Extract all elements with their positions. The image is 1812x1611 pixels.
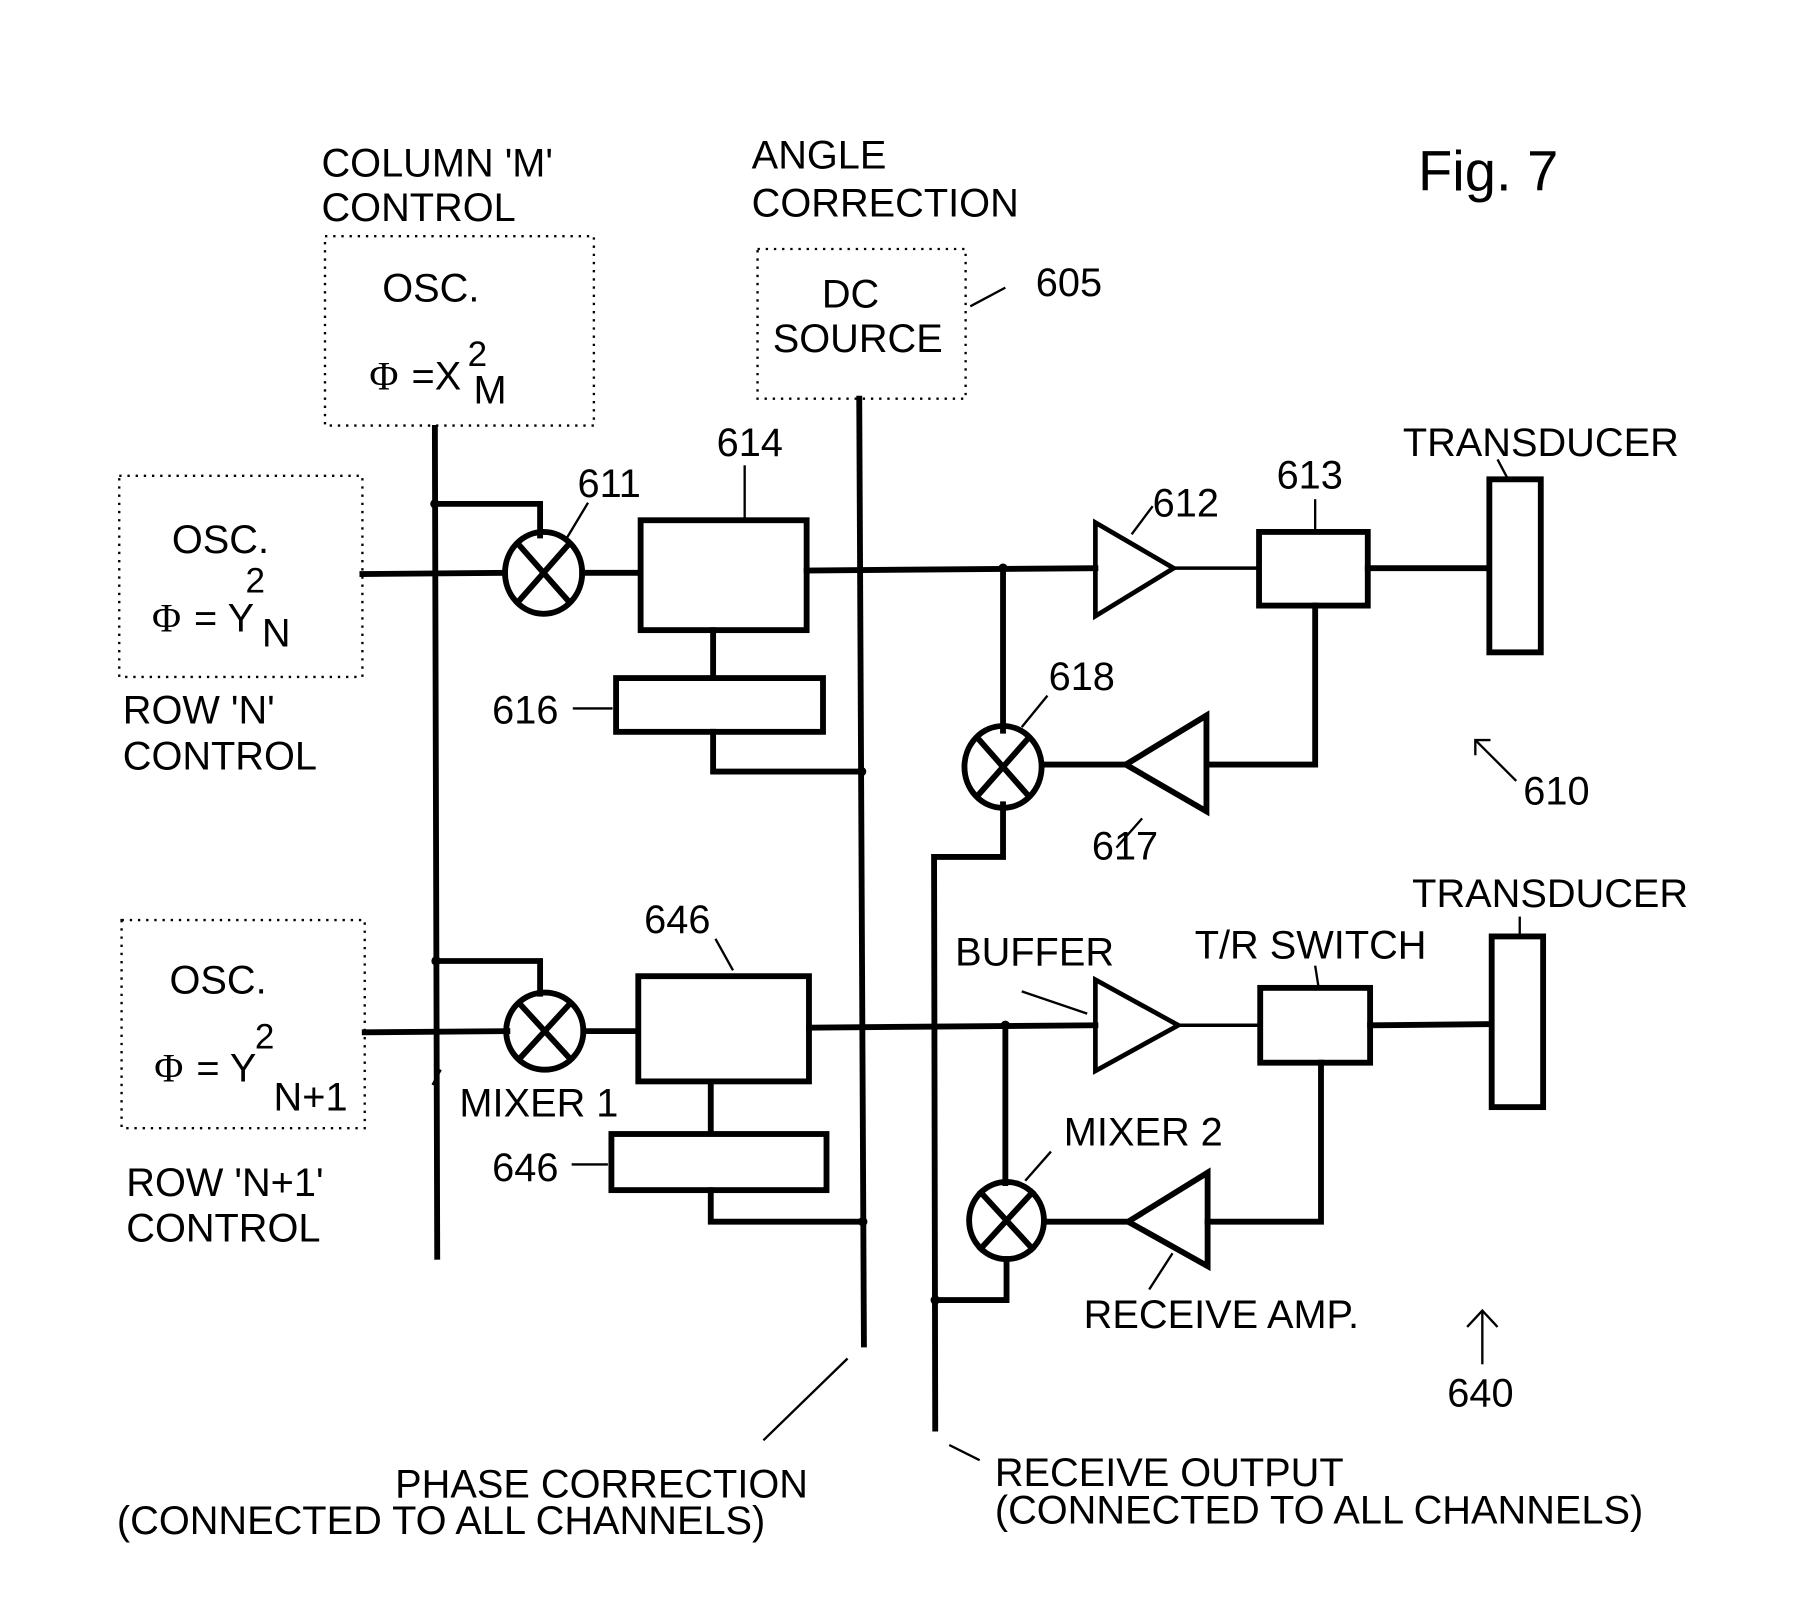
row-n1-sub: N+1 (274, 1076, 348, 1120)
receive-output-leader (949, 1445, 979, 1460)
phase-correction-bus (859, 399, 864, 1345)
ref-611-leader (567, 503, 588, 538)
bus-labels: PHASE CORRECTION (CONNECTED TO ALL CHANN… (117, 1358, 1643, 1542)
row-n1-label-2: CONTROL (126, 1207, 320, 1251)
613-to-receive-amp-line (1206, 606, 1315, 765)
column-control-label-2: CONTROL (321, 186, 515, 230)
row-n1-eq: = Y (196, 1046, 256, 1090)
ref-605-leader (970, 288, 1005, 307)
ref-605: 605 (1036, 261, 1102, 305)
614-to-buffer-line (807, 568, 1096, 570)
row-n-signal-line (362, 573, 505, 574)
column-control: COLUMN 'M' CONTROL OSC. Φ =X 2 M (321, 142, 593, 426)
row-n-oscillator-box (119, 476, 362, 677)
ref-611: 611 (578, 462, 641, 506)
ref-612: 612 (1153, 482, 1219, 526)
phase-correction-label-2: (CONNECTED TO ALL CHANNELS) (117, 1499, 765, 1543)
row-n-osc-label: OSC. (172, 518, 269, 562)
receive-output-bus (934, 804, 1003, 1428)
646-to-buffer-line (809, 1025, 1095, 1027)
ref-617: 617 (1092, 824, 1158, 868)
junction-dot (857, 767, 866, 776)
angle-correction-label-1: ANGLE (752, 133, 887, 177)
row-n1-signal-line (365, 1031, 508, 1032)
tr-switch-leader (1315, 966, 1319, 988)
646-to-phase-bus-line (711, 1190, 863, 1222)
phase-correction-leader (763, 1358, 847, 1440)
ref-646-leader (715, 939, 733, 971)
ref-613: 613 (1277, 454, 1343, 498)
junction-dot (858, 1217, 867, 1226)
ref-616: 616 (492, 689, 558, 733)
mixer-1-label: MIXER 1 (459, 1081, 618, 1125)
row-n1-osc-label: OSC. (170, 959, 267, 1003)
phase-block-646 (638, 976, 809, 1081)
row-n1-phi: Φ (154, 1046, 183, 1090)
dc-source-label-2: SOURCE (773, 317, 943, 361)
row-n-label-1: ROW 'N' (123, 689, 275, 733)
receive-amp-leader (1149, 1253, 1172, 1289)
ref-618-leader (1022, 696, 1048, 728)
buffer-612 (1095, 523, 1173, 617)
column-osc-label: OSC. (382, 267, 479, 311)
switch-to-transducer-line (1370, 1024, 1492, 1025)
angle-correction: ANGLE CORRECTION DC SOURCE 605 (752, 133, 1102, 398)
receive-output-label-2: (CONNECTED TO ALL CHANNELS) (995, 1488, 1643, 1532)
tr-switch (1260, 988, 1370, 1063)
tr-switch-613 (1259, 532, 1368, 606)
receive-amp-label: RECEIVE AMP. (1084, 1293, 1359, 1337)
transducer-label-610: TRANSDUCER (1403, 421, 1679, 465)
column-to-mixer1-line (436, 961, 540, 994)
buffer (1095, 980, 1178, 1071)
column-sub: M (473, 368, 506, 412)
switch-to-receive-amp-line (1208, 1063, 1321, 1222)
column-control-bus (435, 428, 437, 1257)
block-616 (616, 678, 823, 732)
buffer-label: BUFFER (955, 931, 1114, 975)
mixer2-to-receive-bus-line (935, 1259, 1006, 1300)
column-control-label-1: COLUMN 'M' (321, 142, 552, 186)
ref-612-leader (1132, 506, 1153, 534)
row-n-phi: Φ (152, 596, 181, 640)
block-646-lower (611, 1134, 826, 1190)
figure-title: Fig. 7 (1418, 140, 1558, 203)
ref-614: 614 (717, 421, 783, 465)
receive-amp (1128, 1173, 1207, 1267)
column-to-mixer1-line (435, 504, 540, 536)
junction-dot (431, 956, 440, 965)
ref-646-upper: 646 (644, 898, 710, 942)
channel-640: MIXER 1 646 646 BUFFER T/R SWITCH TRANSD… (365, 872, 1688, 1415)
row-n1-sup: 2 (255, 1018, 275, 1057)
row-n-sub: N (262, 612, 291, 656)
buffer-leader (1022, 991, 1087, 1013)
dc-source-label-1: DC (822, 272, 879, 316)
row-n-sup: 2 (245, 562, 265, 601)
receive-amp-617 (1126, 715, 1207, 811)
row-n1-label-1: ROW 'N+1' (126, 1161, 323, 1205)
junction-dot (931, 1295, 940, 1304)
junction-dot (430, 499, 439, 508)
row-n1-control: OSC. Φ = Y 2 N+1 ROW 'N+1' CONTROL (122, 920, 365, 1250)
column-phi: Φ (369, 354, 398, 398)
row-n-label-2: CONTROL (123, 734, 317, 778)
616-to-phase-bus-line (713, 732, 861, 772)
mixer-2-leader (1025, 1152, 1051, 1181)
mixer-2-label: MIXER 2 (1064, 1111, 1223, 1155)
phase-block-614 (641, 520, 807, 630)
ref-646-lower: 646 (492, 1146, 558, 1190)
ref-610-leader (1475, 740, 1516, 781)
angle-correction-label-2: CORRECTION (752, 181, 1019, 225)
ref-618: 618 (1049, 655, 1115, 699)
transducer-label-640: TRANSDUCER (1412, 872, 1688, 916)
row-n-eq: = Y (194, 596, 254, 640)
column-eq: =X (411, 354, 461, 398)
transducer-640 (1492, 936, 1543, 1107)
transducer-610 (1489, 479, 1540, 652)
channel-610: 611 614 616 612 613 TRANSDUCER 617 (362, 421, 1678, 868)
row-n-control: OSC. Φ = Y 2 N ROW 'N' CONTROL (119, 476, 362, 778)
ref-610: 610 (1523, 769, 1589, 813)
tr-switch-label: T/R SWITCH (1195, 924, 1427, 968)
ref-640: 640 (1447, 1371, 1513, 1415)
